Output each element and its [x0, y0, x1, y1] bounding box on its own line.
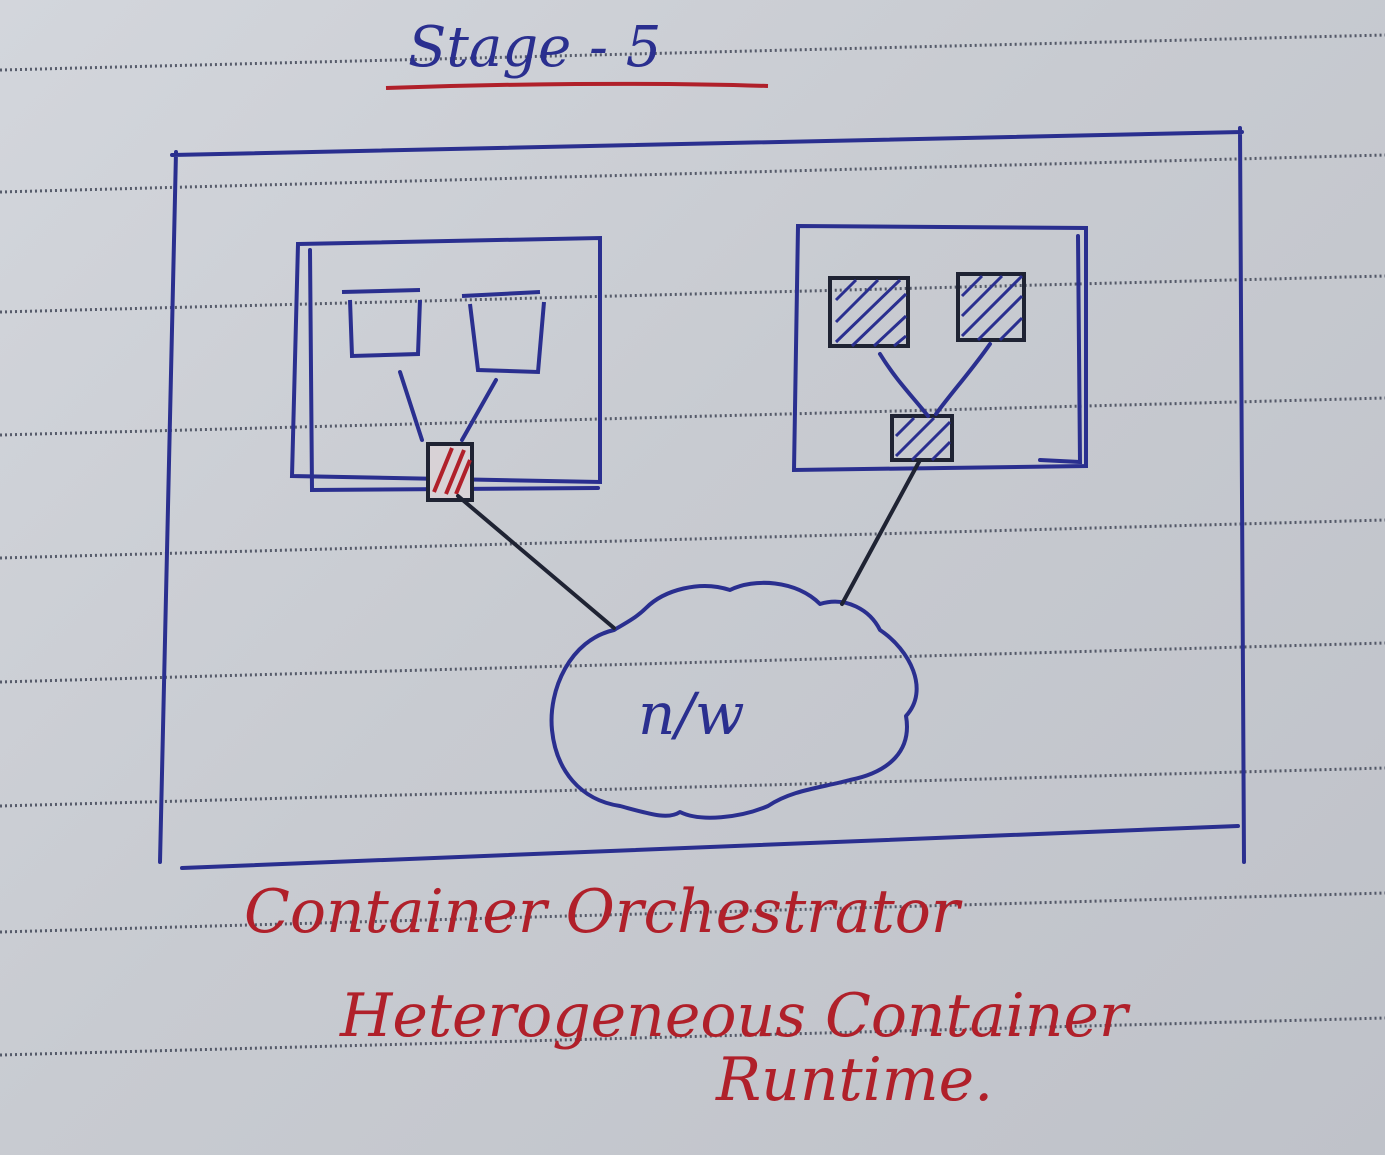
caption-line-1: Container Orchestrator	[244, 877, 963, 947]
link-left-to-network	[456, 494, 616, 630]
diagram-title: Stage - 5	[408, 15, 661, 80]
title-underline	[385, 81, 769, 90]
host-right	[791, 223, 1088, 473]
caption-line-2: Heterogeneous Container	[339, 981, 1131, 1051]
link-right-container-a	[878, 352, 930, 418]
network-label: n/w	[638, 680, 745, 748]
runtime-interface-right	[890, 414, 954, 462]
container-left-b	[461, 290, 546, 375]
container-left-a	[341, 288, 422, 359]
container-right-a	[828, 276, 910, 348]
host-left	[289, 235, 602, 493]
orchestrator-boundary	[158, 126, 1246, 870]
link-left-container-b	[460, 378, 498, 442]
link-right-container-b	[934, 342, 992, 416]
link-right-to-network	[840, 458, 922, 606]
link-left-container-a	[398, 370, 424, 442]
network-cloud	[549, 580, 919, 820]
ruled-lines	[0, 33, 1385, 1057]
runtime-interface-left	[426, 442, 474, 502]
container-right-b	[956, 272, 1026, 342]
caption-line-3: Runtime.	[715, 1045, 993, 1115]
